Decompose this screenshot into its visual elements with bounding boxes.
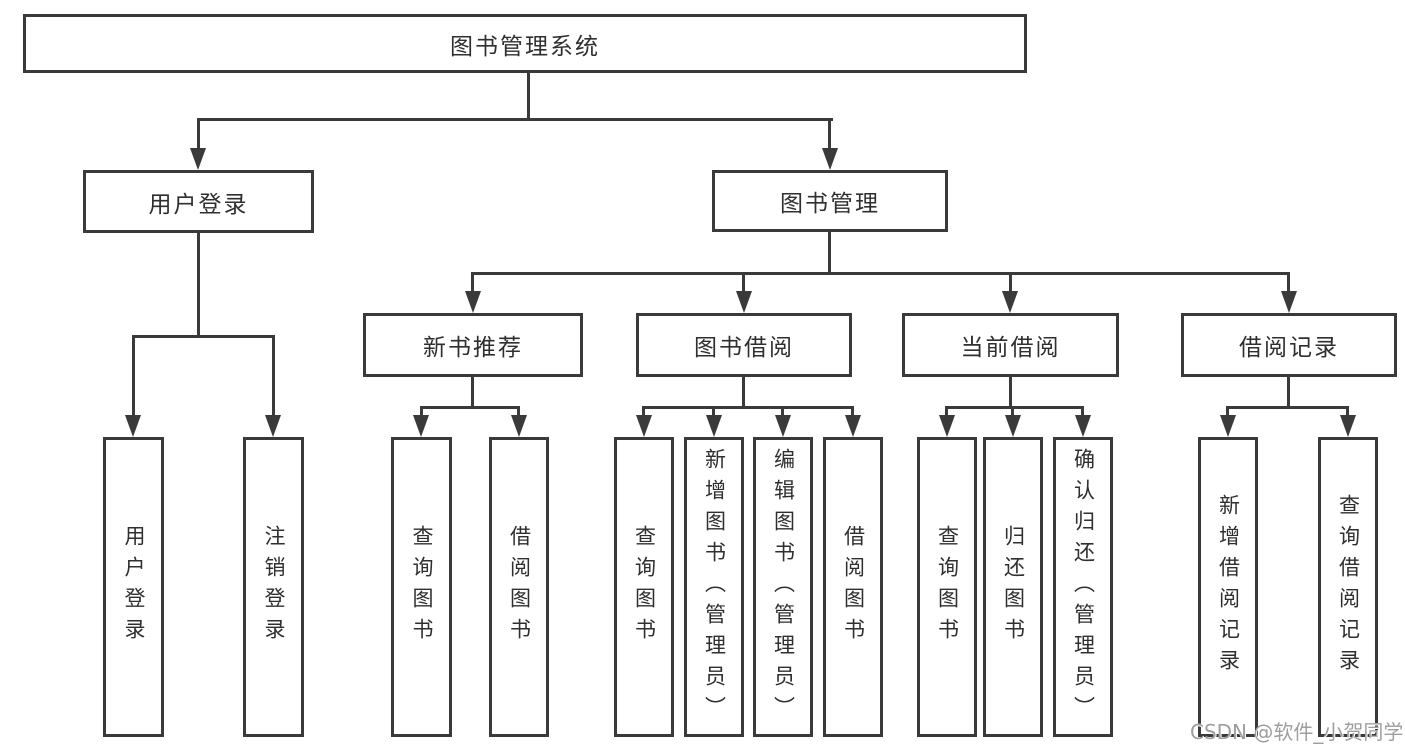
connector-arrowhead [1005, 415, 1021, 437]
connector-arrowhead [1075, 415, 1091, 437]
node-book-borrowing-label: 图书借阅 [694, 335, 794, 361]
connector-line [132, 335, 135, 417]
leaf-user-login: 用户登录 [103, 437, 164, 737]
leaf-return-books: 归还图书 [983, 437, 1043, 737]
node-user-login: 用户登录 [83, 170, 314, 233]
connector-arrowhead [736, 291, 752, 313]
connector-line [742, 377, 745, 406]
connector-line [1287, 272, 1290, 295]
node-borrowing-records: 借阅记录 [1181, 313, 1397, 377]
leaf-query-borrow-record: 查询借阅记录 [1318, 437, 1378, 737]
leaf-add-books-admin: 新增图书（管理员） [684, 437, 744, 737]
connector-line [517, 406, 520, 419]
connector-line [1346, 406, 1349, 419]
node-current-borrowing-label: 当前借阅 [960, 335, 1061, 361]
connector-line [420, 406, 520, 409]
connector-arrowhead [465, 291, 481, 313]
connector-line [828, 232, 831, 272]
connector-line [781, 406, 784, 419]
node-user-login-label: 用户登录 [148, 191, 249, 218]
node-new-book-recommend-label: 新书推荐 [423, 335, 523, 361]
connector-arrowhead [190, 148, 206, 170]
connector-line [1226, 406, 1229, 419]
connector-line [642, 406, 854, 409]
node-book-management: 图书管理 [712, 170, 948, 232]
connector-arrowhead [265, 415, 281, 437]
leaf-label: 用户登录 [122, 525, 146, 649]
connector-line [420, 406, 423, 419]
connector-arrowhead [1281, 291, 1297, 313]
connector-line [197, 233, 200, 335]
leaf-label: 借阅图书 [841, 525, 866, 649]
leaf-query-books-recommend: 查询图书 [391, 437, 452, 737]
leaf-logout: 注销登录 [243, 437, 304, 737]
leaf-label: 查询借阅记录 [1336, 494, 1361, 680]
connector-arrowhead [939, 415, 955, 437]
connector-line [1081, 406, 1084, 419]
node-book-management-label: 图书管理 [780, 191, 880, 217]
connector-arrowhead [1220, 415, 1236, 437]
leaf-label: 新增图书（管理员） [702, 447, 727, 727]
leaf-borrow-books: 借阅图书 [823, 437, 883, 737]
leaf-label: 查询图书 [632, 525, 657, 649]
leaf-edit-books-admin: 编辑图书（管理员） [753, 437, 813, 737]
connector-line [197, 118, 200, 154]
leaf-label: 查询图书 [410, 525, 434, 649]
connector-arrowhead [706, 415, 722, 437]
connector-line [527, 73, 530, 118]
leaf-label: 注销登录 [262, 525, 286, 649]
connector-arrowhead [125, 415, 141, 437]
leaf-query-books-current: 查询图书 [917, 437, 977, 737]
node-book-borrowing: 图书借阅 [636, 313, 852, 377]
leaf-label: 借阅图书 [507, 525, 532, 649]
connector-line [1287, 377, 1290, 406]
connector-line [1009, 377, 1012, 406]
leaf-query-books-borrowing: 查询图书 [614, 437, 674, 737]
leaf-add-borrow-record: 新增借阅记录 [1198, 437, 1258, 737]
connector-line [945, 406, 1084, 409]
node-new-book-recommend: 新书推荐 [363, 313, 583, 377]
connector-arrowhead [822, 148, 838, 170]
node-borrowing-records-label: 借阅记录 [1239, 335, 1339, 361]
connector-line [197, 118, 833, 121]
connector-arrowhead [636, 415, 652, 437]
connector-arrowhead [1340, 415, 1356, 437]
connector-line [1011, 406, 1014, 419]
connector-line [851, 406, 854, 419]
node-root: 图书管理系统 [23, 14, 1027, 73]
node-current-borrowing: 当前借阅 [902, 313, 1119, 377]
leaf-label: 归还图书 [1001, 525, 1026, 649]
leaf-confirm-return-admin: 确认归还（管理员） [1053, 437, 1113, 737]
connector-line [1226, 406, 1349, 409]
connector-arrowhead [511, 415, 527, 437]
connector-line [272, 335, 275, 417]
connector-line [132, 335, 275, 338]
leaf-label: 查询图书 [935, 525, 960, 649]
connector-line [945, 406, 948, 419]
leaf-borrow-books-recommend: 借阅图书 [489, 437, 549, 737]
connector-line [828, 118, 831, 154]
connector-line [471, 272, 1290, 275]
connector-arrowhead [775, 415, 791, 437]
connector-line [471, 272, 474, 295]
connector-line [1009, 272, 1012, 295]
connector-arrowhead [845, 415, 861, 437]
connector-arrowhead [413, 415, 429, 437]
csdn-watermark: CSDN @软件_小贺同学 [1190, 720, 1404, 744]
leaf-label: 确认归还（管理员） [1071, 447, 1096, 727]
connector-line [742, 272, 745, 295]
node-root-label: 图书管理系统 [450, 33, 600, 60]
leaf-label: 编辑图书（管理员） [771, 447, 796, 727]
connector-line [712, 406, 715, 419]
connector-line [642, 406, 645, 419]
connector-arrowhead [1002, 291, 1018, 313]
leaf-label: 新增借阅记录 [1216, 494, 1241, 680]
connector-line [471, 377, 474, 406]
